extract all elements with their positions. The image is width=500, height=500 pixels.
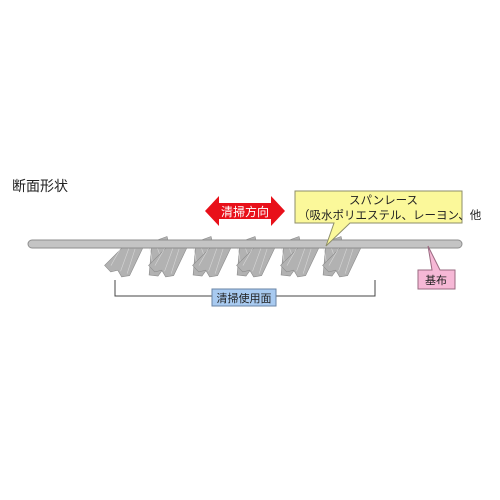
fiber-cluster <box>236 241 276 278</box>
base-fabric-callout: 基布 <box>417 245 456 290</box>
spunlace-label-line2: （吸水ポリエステル、レーヨン、他 <box>298 208 482 222</box>
base-fabric-label: 基布 <box>425 274 447 287</box>
fiber-cluster <box>192 241 232 278</box>
fiber-cluster <box>148 241 188 278</box>
fiber-cluster <box>322 241 362 278</box>
cleaning-surface-box: 清掃使用面 <box>211 288 277 307</box>
cleaning-direction-label: 清掃方向 <box>221 204 269 219</box>
fiber-cluster <box>104 241 144 278</box>
cleaning-surface-label: 清掃使用面 <box>217 291 272 305</box>
spunlace-label-line1: スパンレース <box>349 193 418 207</box>
base-fabric-bar <box>27 239 463 249</box>
cleaning-direction-arrow: 清掃方向 <box>205 196 285 226</box>
spunlace-callout: スパンレース （吸水ポリエステル、レーヨン、他 <box>294 190 482 247</box>
diagram-title: 断面形状 <box>12 179 68 195</box>
